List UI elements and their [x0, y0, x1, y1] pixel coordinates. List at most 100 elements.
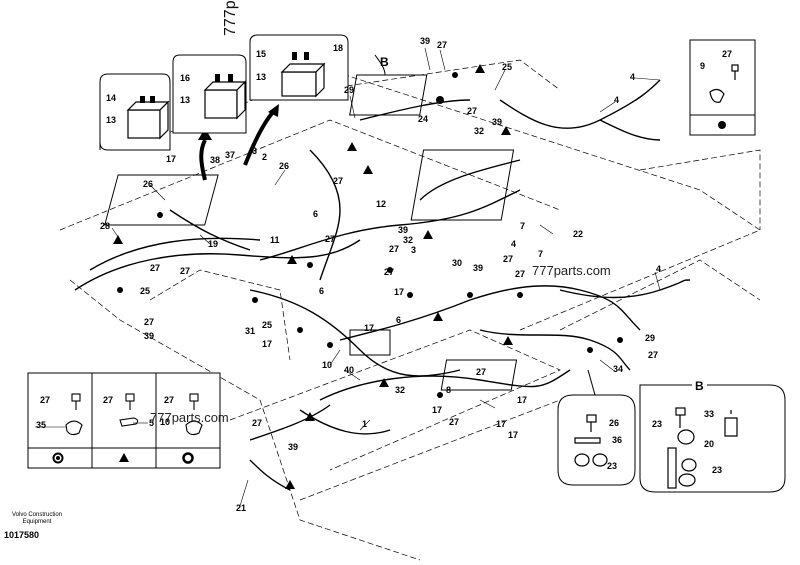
legend-part-label: 35: [36, 420, 47, 430]
callout: 27: [333, 176, 344, 186]
document-number: 1017580: [4, 530, 40, 540]
callout: 17: [364, 323, 375, 333]
inset-top-right-label: 9: [700, 61, 706, 71]
callout: 39: [420, 36, 431, 46]
callout: 6: [313, 209, 319, 219]
callout: 29: [645, 333, 656, 343]
brand-line-1: Volvo Construction: [11, 512, 63, 518]
callout: 7: [538, 249, 544, 259]
callout: 32: [395, 385, 406, 395]
callout: 4: [511, 239, 517, 249]
callout: 31: [245, 326, 256, 336]
relay-inset-3-label: 13: [256, 72, 267, 82]
callout: 26: [279, 161, 290, 171]
callout: 17: [166, 154, 177, 164]
callout: 17: [508, 430, 519, 440]
inset-clamp-label: 26: [609, 418, 620, 428]
callout: 27: [476, 367, 487, 377]
callout: 3: [411, 245, 417, 255]
relay-inset-3-label: 18: [333, 43, 344, 53]
inset-b-label: 23: [652, 419, 663, 429]
callout: 7: [520, 221, 526, 231]
inset-b-label: 20: [704, 439, 715, 449]
detail-b-marker: B: [380, 55, 389, 69]
callout: 10: [322, 360, 333, 370]
callout: 27: [648, 350, 659, 360]
callout: 39: [473, 263, 484, 273]
legend-part-label: 10: [160, 417, 171, 427]
callout: 12: [376, 199, 387, 209]
callout: 25: [502, 62, 513, 72]
callout: 4: [630, 72, 636, 82]
callout: 39: [288, 442, 299, 452]
callout: 22: [573, 229, 584, 239]
callout: 34: [613, 364, 624, 374]
callout: 40: [344, 365, 355, 375]
callout: 32: [403, 235, 414, 245]
callout: 17: [262, 339, 273, 349]
callout: 21: [236, 503, 247, 513]
callout: 17: [517, 395, 528, 405]
callout: 27: [144, 317, 155, 327]
relay-inset-1-label: 13: [106, 115, 117, 125]
watermark-middle: 777parts.com: [532, 263, 611, 278]
callout: 27: [449, 417, 460, 427]
callout: 27: [467, 106, 478, 116]
callout: 19: [208, 239, 219, 249]
callout: 30: [452, 258, 463, 268]
callout: 27: [384, 267, 395, 277]
callout: 2: [262, 152, 268, 162]
callout: 8: [446, 385, 452, 395]
relay-inset-2-label: 16: [180, 73, 191, 83]
watermark-rotated: 777parts.com: [222, 0, 240, 36]
callout: 17: [496, 419, 507, 429]
callout: 29: [344, 85, 355, 95]
callout: 39: [144, 331, 155, 341]
callout: 6: [319, 286, 325, 296]
relay-inset-2-label: 13: [180, 95, 191, 105]
callout: 27: [389, 244, 400, 254]
callout: 27: [515, 269, 526, 279]
inset-b-label: 33: [704, 409, 715, 419]
callout: 11: [270, 235, 280, 245]
detail-b-inset-title: B: [692, 380, 707, 392]
inset-top-right-label: 27: [722, 49, 733, 59]
callout: 27: [503, 254, 514, 264]
callout: 27: [325, 234, 336, 244]
relay-inset-3-label: 15: [256, 49, 267, 59]
callout: 25: [262, 320, 273, 330]
callout: 4: [656, 264, 662, 274]
callout: 27: [252, 418, 263, 428]
callout: 3: [252, 146, 258, 156]
callout: 4: [614, 95, 620, 105]
callout: 17: [432, 405, 443, 415]
callout: 38: [210, 155, 221, 165]
callout: 25: [140, 286, 151, 296]
callout: 32: [474, 126, 485, 136]
brand-line-2: Equipment: [22, 519, 52, 525]
callout: 39: [398, 225, 409, 235]
legend-part-label: 5: [149, 418, 155, 428]
legend-bolt-label: 27: [103, 395, 114, 405]
callout: 1: [362, 419, 368, 429]
callout: 6: [396, 315, 402, 325]
callout: 27: [150, 263, 161, 273]
legend-bolt-label: 27: [40, 395, 51, 405]
legend-bolt-label: 27: [164, 395, 175, 405]
callout: 39: [492, 117, 503, 127]
watermark-bottom: 777parts.com: [150, 410, 229, 425]
inset-b-label: 23: [712, 465, 723, 475]
inset-clamp-label: 36: [612, 435, 623, 445]
callout: 27: [437, 40, 448, 50]
callout: 24: [418, 114, 429, 124]
callout: 26: [143, 179, 154, 189]
callout: 27: [180, 266, 191, 276]
brand-label: Volvo Construction Equipment: [2, 512, 72, 526]
callout: 28: [100, 221, 111, 231]
inset-clamp-label: 23: [607, 461, 618, 471]
callout: 17: [394, 287, 405, 297]
callout: 37: [225, 150, 236, 160]
relay-inset-1-label: 14: [106, 93, 117, 103]
